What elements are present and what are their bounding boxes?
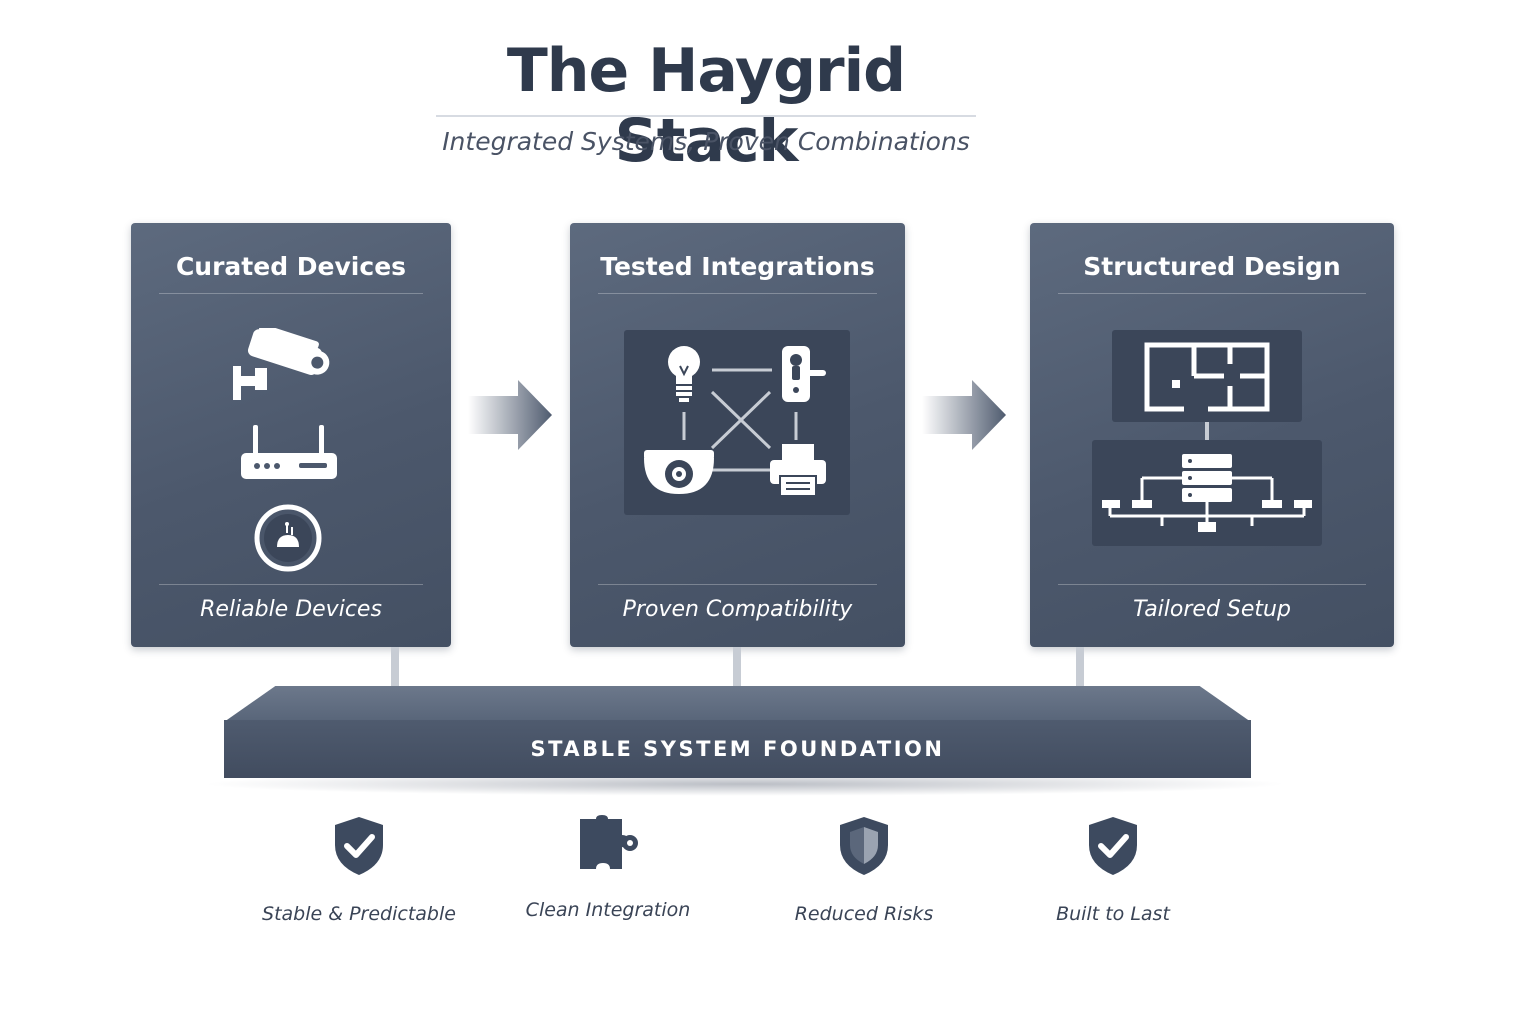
smart-sensor-icon — [254, 504, 322, 572]
benefit-label: Reduced Risks — [794, 903, 934, 925]
card-title: Tested Integrations — [600, 252, 875, 281]
shield-half-icon — [840, 817, 888, 875]
card-footer: Tailored Setup — [1133, 597, 1291, 622]
card-tested-integrations: Tested Integrations — [570, 223, 905, 647]
card-divider — [598, 293, 877, 294]
printer-icon — [770, 444, 826, 497]
card-title: Structured Design — [1083, 252, 1341, 281]
server-network-icon — [1102, 454, 1312, 532]
title-divider — [436, 115, 976, 117]
card-footer: Proven Compatibility — [622, 597, 853, 622]
support-post — [733, 647, 741, 689]
support-post — [1076, 647, 1084, 689]
floor-plan-panel — [1112, 330, 1302, 422]
dome-camera-icon — [644, 450, 714, 494]
card-title: Curated Devices — [175, 252, 407, 281]
page-subtitle: Integrated Systems, Proven Combinations — [442, 127, 970, 156]
card-divider — [598, 584, 877, 585]
panel-connector — [1205, 422, 1209, 440]
security-camera-icon — [233, 328, 330, 400]
card-footer: Reliable Devices — [200, 597, 382, 622]
page-title: The Haygrid Stack — [506, 36, 906, 176]
card-curated-devices: Curated Devices Reliable Devices — [131, 223, 451, 647]
server-network-panel — [1092, 440, 1322, 546]
integration-panel — [624, 330, 850, 515]
benefit-clean-integration: Clean Integration — [498, 815, 718, 923]
benefit-label: Built to Last — [1056, 903, 1170, 925]
benefit-reduced-risks: Reduced Risks — [754, 815, 974, 927]
flow-arrow-icon — [468, 380, 552, 450]
support-post — [391, 647, 399, 689]
benefit-label: Stable & Predictable — [262, 903, 456, 925]
foundation-slab: STABLE SYSTEM FOUNDATION — [224, 720, 1251, 778]
shield-check-icon — [335, 817, 383, 875]
benefit-built-to-last: Built to Last — [1003, 815, 1223, 927]
card-divider — [159, 293, 423, 294]
foundation-top-surface — [224, 686, 1251, 722]
puzzle-piece-icon — [580, 815, 638, 869]
foundation-label: STABLE SYSTEM FOUNDATION — [530, 737, 945, 761]
benefit-stable-predictable: Stable & Predictable — [249, 815, 469, 927]
router-icon — [241, 425, 337, 479]
card-divider — [159, 584, 423, 585]
flow-arrow-icon — [922, 380, 1006, 450]
card-divider — [1058, 293, 1366, 294]
shield-check-icon — [1089, 817, 1137, 875]
floor-plan-icon — [1144, 342, 1270, 412]
light-bulb-icon — [668, 346, 700, 402]
benefit-label: Clean Integration — [525, 899, 691, 921]
card-divider — [1058, 584, 1366, 585]
door-lock-icon — [782, 346, 826, 402]
card-structured-design: Structured Design — [1030, 223, 1394, 647]
